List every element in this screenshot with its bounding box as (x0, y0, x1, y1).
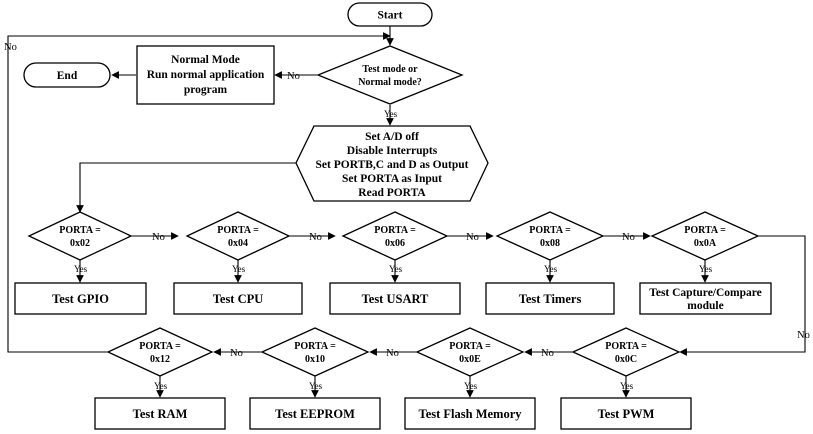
test-pwm-box: Test PWM (560, 397, 692, 430)
decision-line-1: PORTA = (529, 225, 571, 236)
decision-line-2: 0x12 (150, 354, 170, 365)
test-cpu-box: Test CPU (173, 282, 303, 315)
start-label: Start (378, 10, 403, 22)
edge-label-no: No (152, 232, 165, 243)
test-usart-box: Test USART (329, 282, 461, 315)
edge-label-yes: Yes (232, 264, 246, 274)
normal-mode-box: Normal Mode Run normal application progr… (136, 45, 275, 105)
edge-label-yes: Yes (699, 264, 713, 274)
edge-label-yes: Yes (384, 109, 398, 119)
test-label: Test Flash Memory (419, 407, 523, 421)
decision-line-2: 0x02 (70, 238, 90, 249)
decision-porta-0x06: PORTA = 0x06 (341, 211, 449, 261)
test-timers-box: Test Timers (485, 282, 615, 315)
test-label: Test RAM (133, 407, 188, 421)
normal-mode-line-3: program (184, 84, 228, 96)
decision-line-2: 0x08 (540, 238, 560, 249)
decision-line-2: 0x06 (385, 238, 405, 249)
decision-line-2: 0x0E (459, 354, 481, 365)
edge-label-yes: Yes (620, 381, 634, 391)
decision-porta-0x12: PORTA = 0x12 (106, 327, 214, 377)
test-label: Test GPIO (52, 292, 109, 306)
init-line-1: Set A/D off (365, 131, 419, 143)
edge-label-yes: Yes (464, 381, 478, 391)
decision-porta-0x0c: PORTA = 0x0C (571, 327, 681, 377)
edge-label-no: No (386, 348, 399, 359)
start-node: Start (347, 2, 433, 27)
decision-porta-0x04: PORTA = 0x04 (185, 211, 291, 261)
edge-label-no: No (287, 71, 300, 82)
end-label: End (57, 70, 78, 82)
test-label: Test Capture/Compare (649, 287, 762, 299)
test-label-line-2: module (687, 300, 723, 312)
decision-line-2: Normal mode? (358, 77, 422, 88)
decision-line-1: PORTA = (294, 341, 336, 352)
init-line-2: Disable Interrupts (347, 145, 438, 157)
decision-line-2: 0x0C (615, 354, 637, 365)
edge-label-no: No (541, 348, 554, 359)
init-line-5: Read PORTA (358, 187, 426, 199)
test-label: Test Timers (519, 292, 582, 306)
end-node: End (23, 62, 111, 88)
edge-label-no: No (622, 232, 635, 243)
decision-porta-0x0a: PORTA = 0x0A (650, 211, 760, 261)
decision-line-1: PORTA = (59, 225, 101, 236)
decision-line-1: PORTA = (139, 341, 181, 352)
test-gpio-box: Test GPIO (14, 282, 147, 315)
decision-line-1: PORTA = (449, 341, 491, 352)
edge-label-yes: Yes (389, 264, 403, 274)
decision-line-2: 0x0A (694, 238, 717, 249)
decision-line-2: 0x04 (228, 238, 248, 249)
test-eeprom-box: Test EEPROM (249, 397, 381, 430)
test-label: Test EEPROM (275, 407, 355, 421)
decision-line-1: PORTA = (684, 225, 726, 236)
init-preparation: Set A/D off Disable Interrupts Set PORTB… (295, 125, 489, 202)
test-label: Test PWM (598, 407, 655, 421)
edge-label-yes: Yes (544, 264, 558, 274)
connectors (7, 26, 806, 398)
decision-porta-0x10: PORTA = 0x10 (260, 327, 370, 377)
test-label: Test USART (362, 292, 429, 306)
edge-label-no: No (797, 330, 810, 341)
edge-label-no: No (230, 348, 243, 359)
decision-porta-0x0e: PORTA = 0x0E (415, 327, 525, 377)
decision-line-1: PORTA = (374, 225, 416, 236)
edge-label-yes: Yes (74, 264, 88, 274)
decision-line-1: PORTA = (217, 225, 259, 236)
edge-label-yes: Yes (309, 381, 323, 391)
edge-label-yes: Yes (154, 381, 168, 391)
edge-label-no: No (309, 232, 322, 243)
normal-mode-line-1: Normal Mode (171, 54, 240, 66)
edge-labels: No Yes No No No No No Yes Yes Yes Yes Ye… (4, 42, 810, 391)
test-capture-compare-box: Test Capture/Compare module (639, 282, 772, 315)
test-ram-box: Test RAM (94, 397, 226, 430)
decision-line-2: 0x10 (305, 354, 325, 365)
decision-porta-0x08: PORTA = 0x08 (495, 211, 605, 261)
init-line-3: Set PORTB,C and D as Output (316, 159, 469, 171)
mode-decision: Test mode or Normal mode? (316, 45, 464, 105)
edge-label-no: No (4, 42, 17, 53)
decision-line-1: PORTA = (605, 341, 647, 352)
test-flash-memory-box: Test Flash Memory (404, 397, 536, 430)
init-line-4: Set PORTA as Input (342, 173, 442, 185)
decision-porta-0x02: PORTA = 0x02 (27, 211, 133, 261)
test-label: Test CPU (213, 292, 264, 306)
edge-label-no: No (466, 232, 479, 243)
decision-line-1: Test mode or (362, 64, 418, 75)
normal-mode-line-2: Run normal application (147, 69, 265, 81)
